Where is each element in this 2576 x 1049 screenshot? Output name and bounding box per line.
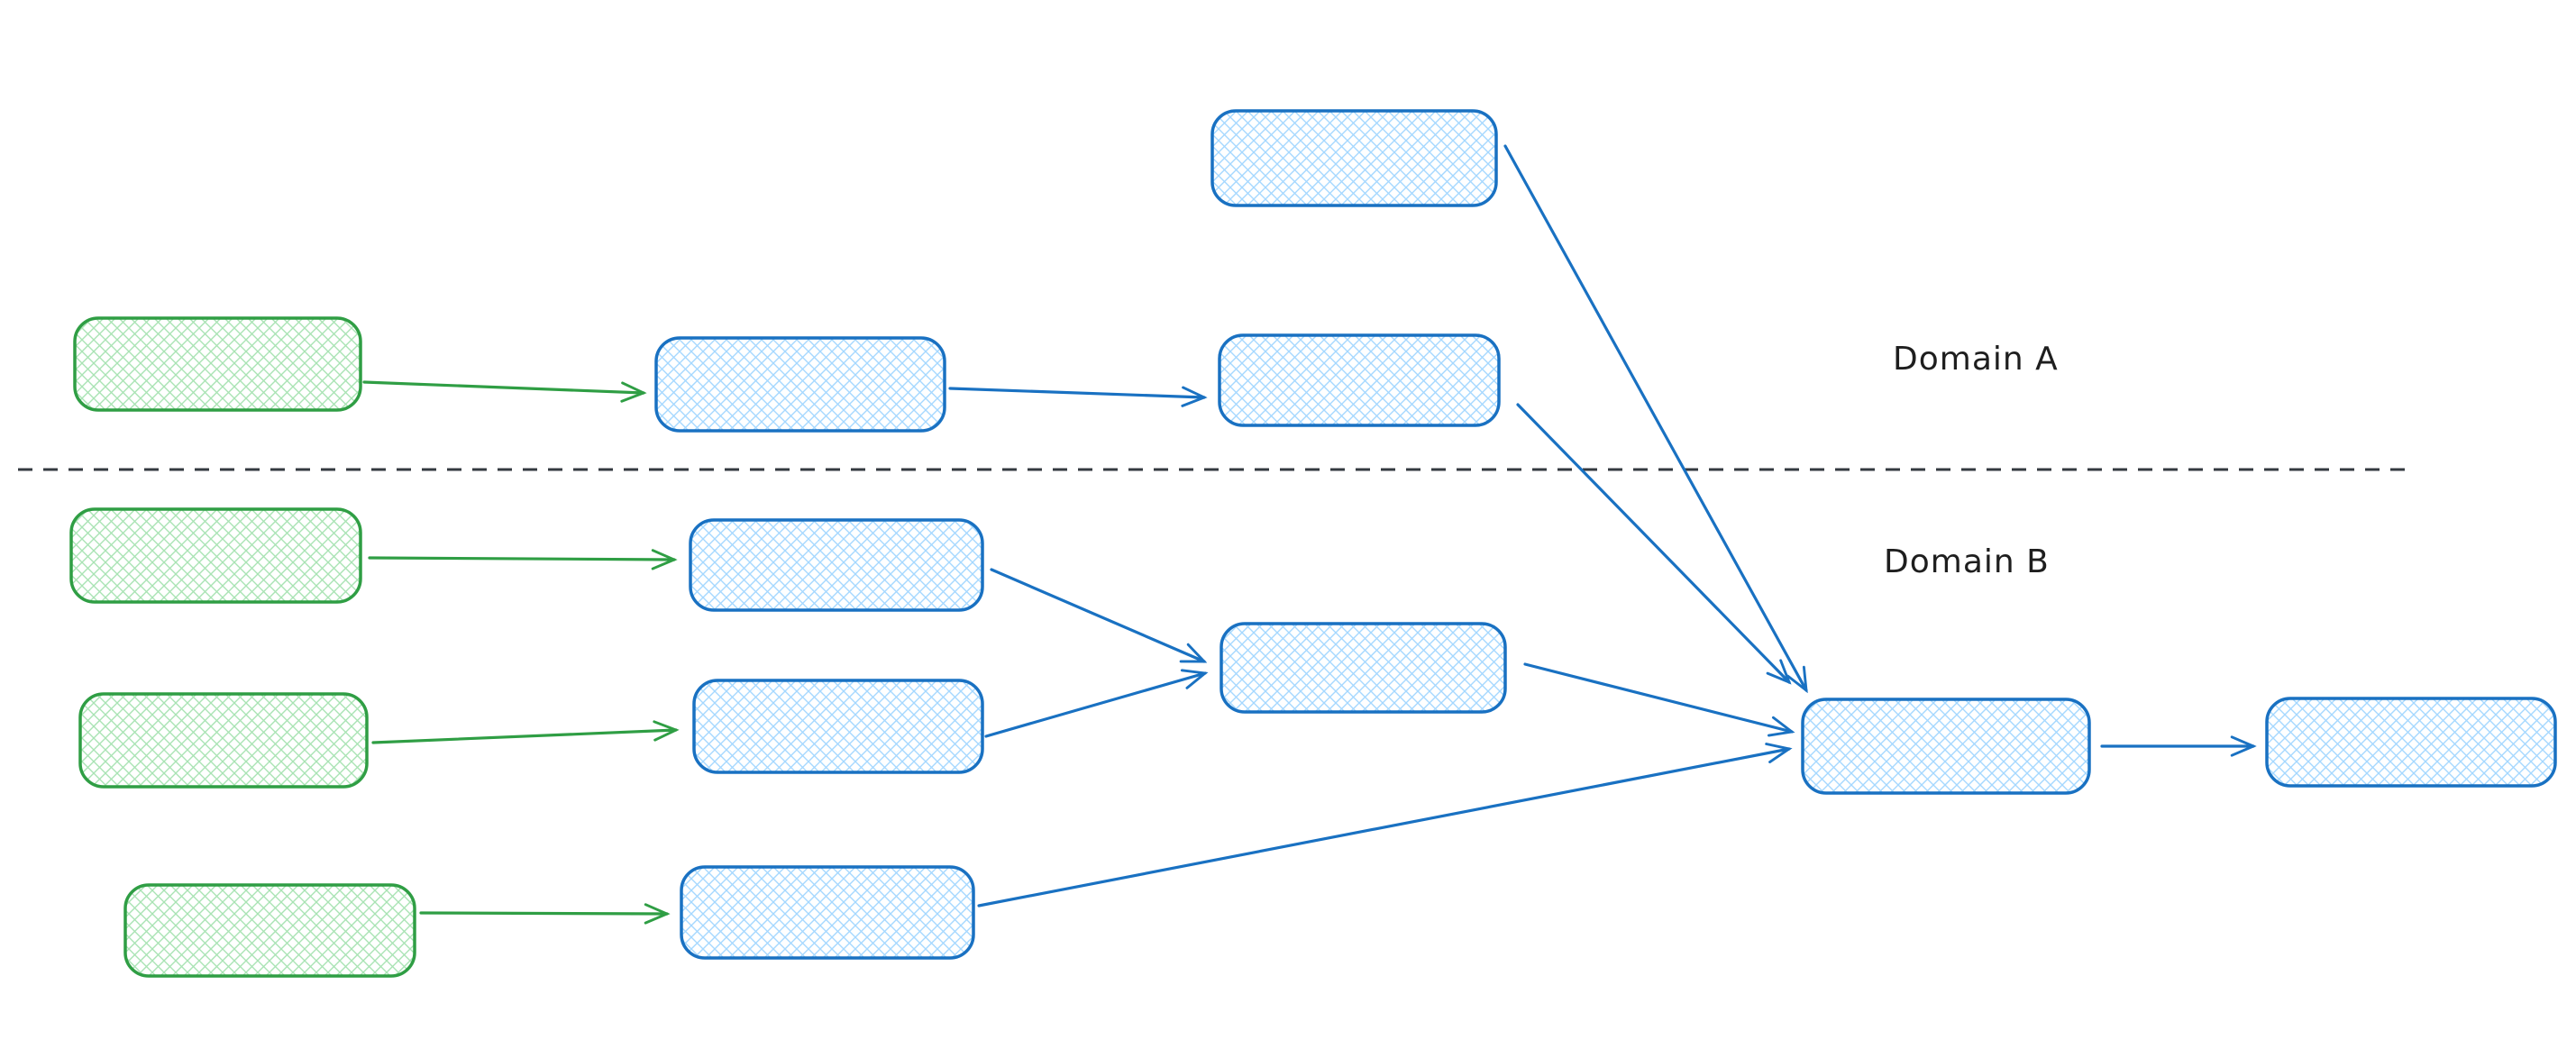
aggregate-box[interactable] (1801, 698, 2091, 795)
a-output-box[interactable] (1218, 333, 1501, 427)
b-source-3-box[interactable] (123, 883, 416, 978)
b-process-2-box[interactable] (692, 679, 984, 774)
domain-a-label[interactable]: Domain A (1893, 341, 2059, 378)
b-process-3-box[interactable] (680, 865, 975, 960)
b-process-1-to-b-merge-arrow[interactable] (990, 568, 1204, 663)
a-source-box[interactable] (73, 316, 362, 412)
a-process-box[interactable] (654, 336, 946, 433)
a-process-to-a-output-arrow[interactable] (948, 388, 1204, 397)
final-output-box[interactable] (2265, 697, 2557, 788)
b-process-3-to-aggregate-arrow[interactable] (977, 749, 1789, 908)
top-feed-to-aggregate-arrow[interactable] (1503, 144, 1806, 690)
b-merge-to-aggregate-arrow[interactable] (1523, 662, 1792, 732)
top-feed-box[interactable] (1210, 109, 1498, 207)
b-source-3-to-b-process-3-arrow[interactable] (419, 913, 667, 914)
a-output-to-aggregate-arrow[interactable] (1516, 403, 1789, 682)
b-source-1-box[interactable] (69, 507, 362, 604)
b-source-2-to-b-process-2-arrow[interactable] (371, 730, 676, 744)
domain-b-label[interactable]: Domain B (1884, 543, 2050, 580)
b-source-1-to-b-process-1-arrow[interactable] (368, 558, 674, 560)
a-source-to-a-process-arrow[interactable] (362, 380, 644, 393)
b-source-2-box[interactable] (78, 692, 369, 789)
b-merge-box[interactable] (1219, 622, 1507, 714)
b-process-1-box[interactable] (689, 518, 984, 612)
b-process-2-to-b-merge-arrow[interactable] (984, 673, 1205, 738)
